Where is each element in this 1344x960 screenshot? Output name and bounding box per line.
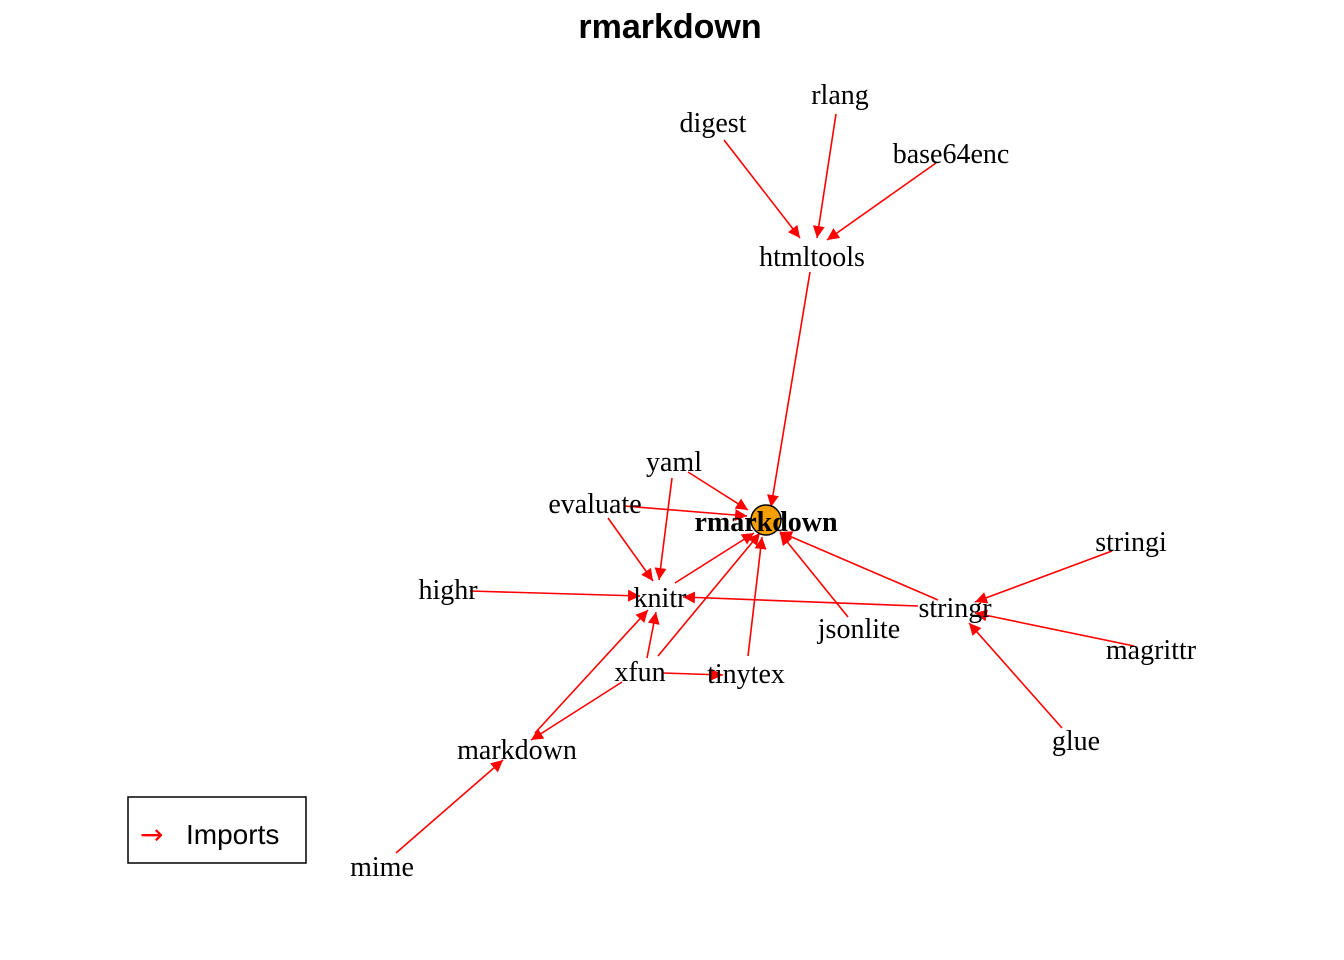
edge-evaluate-to-knitr (607, 517, 654, 582)
legend-label: Imports (186, 819, 279, 850)
node-label-jsonlite: jsonlite (817, 614, 900, 645)
edge-digest-to-htmltools (723, 139, 801, 239)
legend-box (127, 796, 307, 864)
edge-magrittr-to-stringr (974, 609, 1135, 647)
edge-glue-to-stringr (968, 622, 1063, 729)
graph-title: rmarkdown (578, 8, 761, 46)
legend: → Imports (127, 796, 307, 864)
node-label-rlang: rlang (811, 80, 869, 111)
edge-highr-to-knitr (469, 589, 641, 602)
node-label-xfun: xfun (614, 657, 665, 688)
node-label-rmarkdown: rmarkdown (694, 507, 838, 538)
node-label-digest: digest (680, 108, 747, 139)
edge-markdown-to-knitr (534, 609, 649, 734)
edge-xfun-to-knitr (646, 611, 660, 659)
edge-tinytex-to-rmarkdown (747, 536, 767, 657)
node-label-stringi: stringi (1095, 527, 1167, 558)
node-label-magrittr: magrittr (1106, 635, 1197, 666)
edge-stringr-to-knitr (682, 591, 919, 607)
edge-layer (395, 113, 1135, 854)
edge-stringr-to-rmarkdown (779, 531, 939, 601)
node-label-glue: glue (1052, 726, 1100, 757)
legend-arrow-icon: → (140, 818, 163, 851)
node-label-evaluate: evaluate (548, 489, 641, 520)
edge-yaml-to-knitr (654, 477, 673, 581)
node-label-markdown: markdown (457, 735, 577, 766)
edge-jsonlite-to-rmarkdown (779, 532, 849, 618)
edge-mime-to-markdown (395, 759, 504, 854)
node-label-highr: highr (418, 575, 478, 606)
edge-htmltools-to-rmarkdown (767, 271, 811, 508)
node-label-base64enc: base64enc (893, 139, 1010, 170)
edge-yaml-to-rmarkdown (687, 471, 749, 511)
node-label-htmltools: htmltools (759, 242, 865, 273)
edge-stringi-to-stringr (974, 550, 1113, 604)
edge-xfun-to-rmarkdown (657, 532, 761, 657)
edge-rlang-to-htmltools (812, 113, 837, 239)
node-label-yaml: yaml (646, 447, 702, 478)
edge-knitr-to-rmarkdown (674, 532, 755, 584)
edge-base64enc-to-htmltools (826, 162, 937, 241)
node-layer: rmarkdown htmltools digest rlang base64enc ya… (350, 80, 1197, 883)
edge-evaluate-to-rmarkdown (623, 505, 748, 522)
edge-xfun-to-tinytex (662, 668, 724, 681)
node-label-knitr: knitr (634, 583, 688, 614)
node-label-stringr: stringr (918, 593, 992, 624)
node-label-mime: mime (350, 852, 414, 883)
edge-xfun-to-markdown (530, 681, 623, 741)
focal-node-marker (750, 504, 782, 536)
node-label-tinytex: tinytex (707, 659, 785, 690)
